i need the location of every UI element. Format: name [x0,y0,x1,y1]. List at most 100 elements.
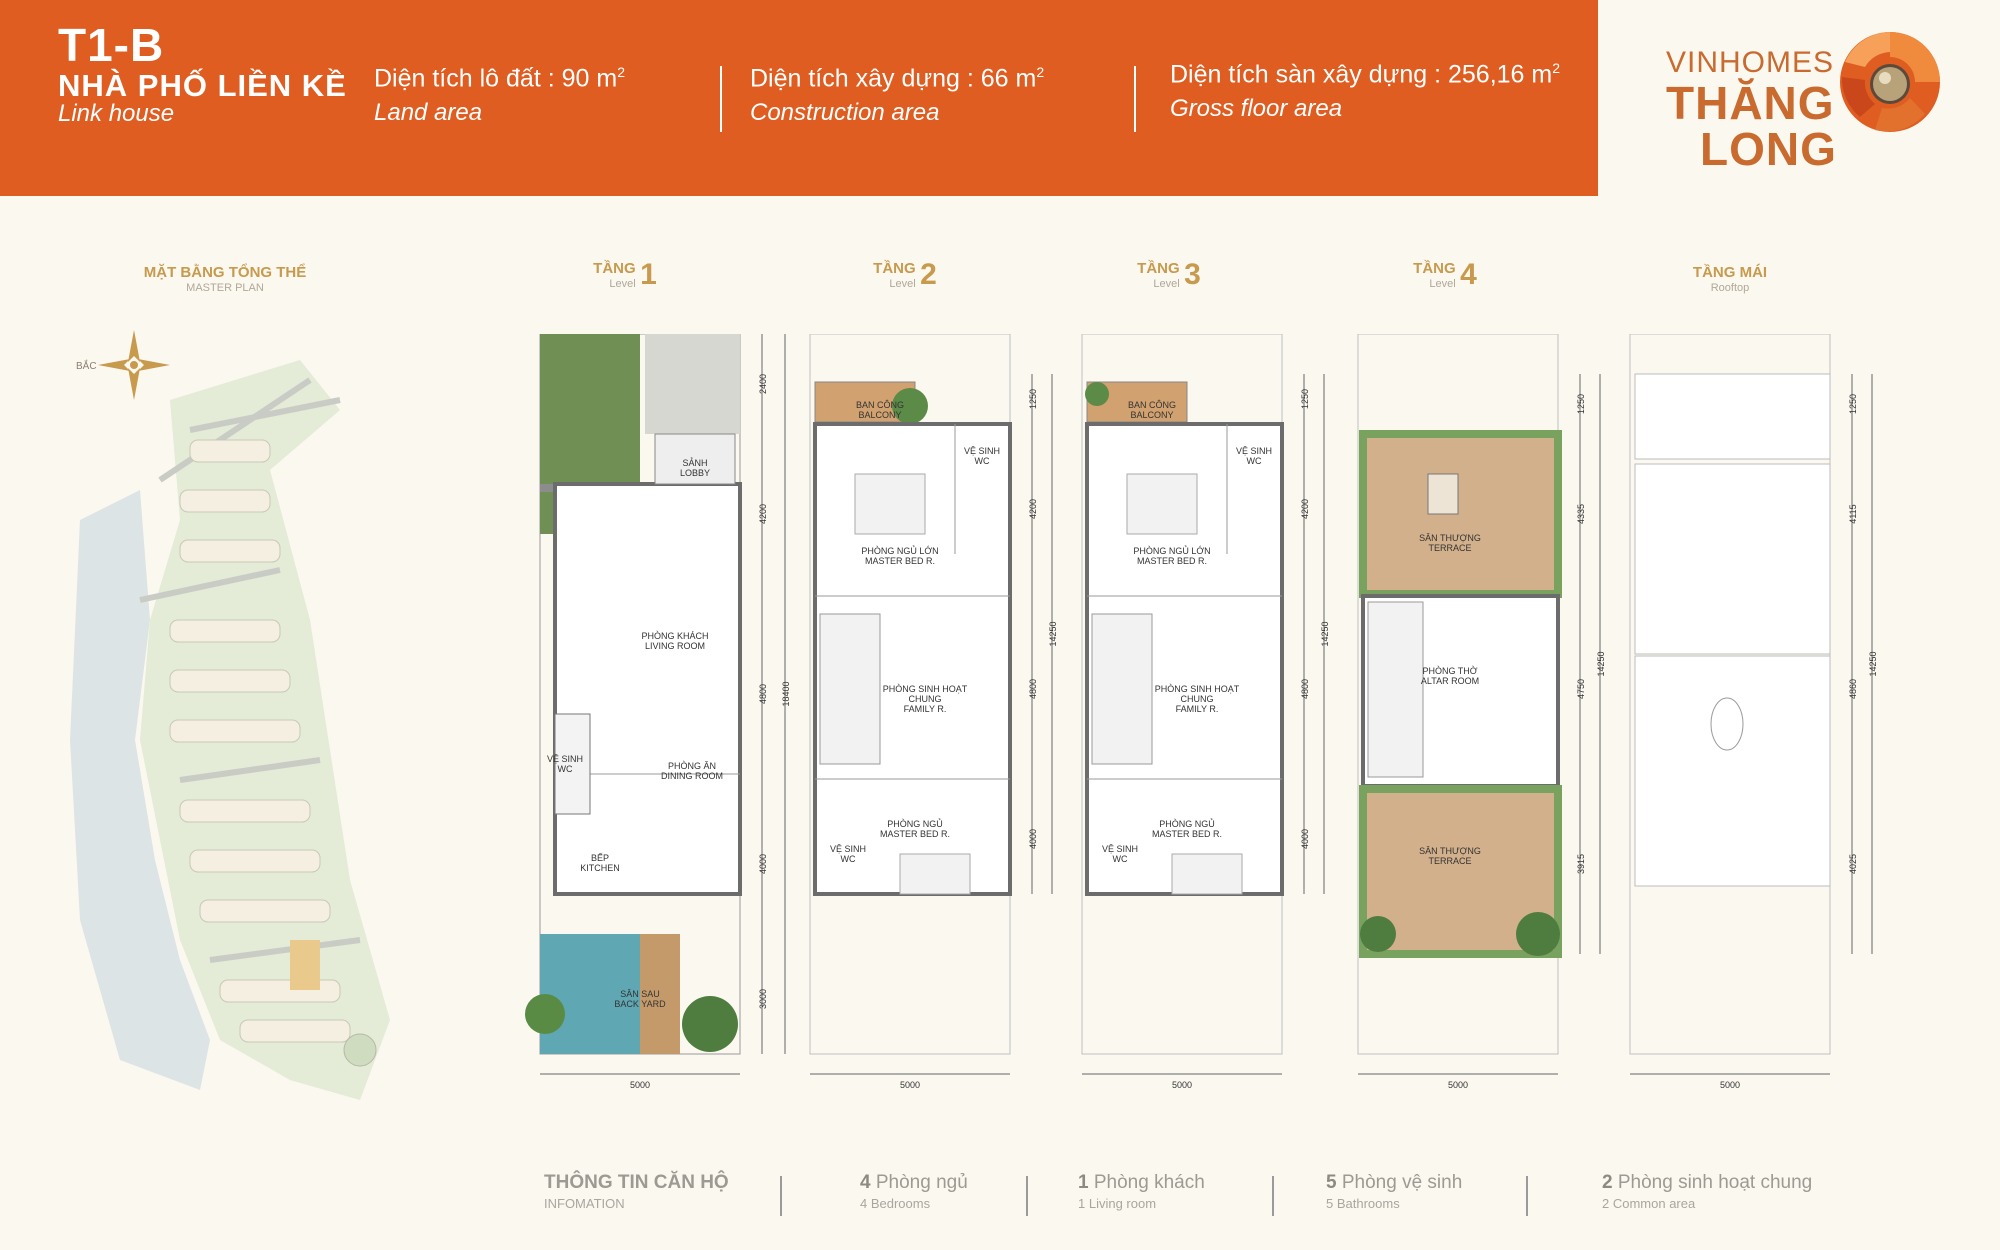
info-count: 2 [1602,1172,1613,1193]
vinhomes-logo: VINHOMES THĂNG LONG [1660,22,1970,175]
title-vi: TẦNG [593,260,636,277]
tree [1360,916,1396,952]
svg-text:BAN CÔNG: BAN CÔNG [1128,400,1176,410]
room-label: PHÒNG ĂN [668,761,716,771]
room-label: PHÒNG NGỦ [1159,818,1215,829]
logo-swirl-icon [1840,32,1940,132]
apartment-info-footer: THÔNG TIN CĂN HỘ INFOMATION 4 Phòng ngủ … [0,1172,2000,1232]
room-label-en: MASTER BED R. [1137,556,1207,566]
svg-text:PHÒNG NGỦ LỚN: PHÒNG NGỦ LỚN [1133,545,1210,556]
svg-text:PHÒNG SINH HOẠT: PHÒNG SINH HOẠT [883,684,968,694]
logo-line1: VINHOMES [1666,46,1835,79]
title-en: Level [609,278,636,290]
spec-gross-floor-area: Diện tích sàn xây dựng : 256,16 m2 Gross… [1170,60,1560,123]
dim-label: 3000 [758,989,768,1009]
svg-text:WC: WC [1113,854,1128,864]
tree [1516,912,1560,956]
svg-text:PHÒNG THỜ: PHÒNG THỜ [1422,666,1477,676]
title-vi: MẶT BẰNG TỔNG THỂ [143,264,307,281]
dim-label: 14250 [1868,651,1878,676]
rooftop-title: TẦNG MÁI Rooftop [1670,264,1790,294]
room-label: BẾP [591,853,609,863]
room-label: SẢNH [682,457,707,468]
svg-text:KITCHEN: KITCHEN [580,863,620,873]
room-label-en: WC [558,764,573,774]
svg-text:WC: WC [841,854,856,864]
room-label: PHÒNG THỜ [1422,666,1477,676]
dim-label: 1250 [1576,394,1586,414]
spec-value: : 66 m [966,64,1037,93]
room-label-en: BALCONY [1130,410,1173,420]
level1-plan: SẢNH LOBBY PHÒNG KHÁCH LIVING ROOM VỆ SI… [520,334,800,1094]
header-divider [720,66,722,132]
stair [1367,601,1424,778]
dim-label: 4860 [1848,679,1858,699]
room-label: PHÒNG KHÁCH [641,631,708,641]
room-label-en: TERRACE [1428,856,1471,866]
level-number: 1 [640,258,657,291]
header-divider [1134,66,1136,132]
svg-text:BALCONY: BALCONY [1130,410,1173,420]
spec-sup: 2 [1552,60,1561,76]
room-label: BAN CÔNG [856,400,904,410]
info-common-area: 2 Phòng sinh hoạt chung 2 Common area [1602,1172,1812,1211]
spec-label: Diện tích lô đất [374,64,541,93]
compass-label: BẮC [76,359,97,372]
wc-room [554,713,591,815]
dim-label: 4000 [1300,829,1310,849]
svg-text:VỆ SINH: VỆ SINH [547,754,583,764]
dim-label: 4750 [1576,679,1586,699]
water-tank [1710,697,1744,751]
spec-value: : 90 m [547,64,618,93]
house-footprint [553,482,742,896]
svg-text:BACK YARD: BACK YARD [614,999,666,1009]
bed [899,853,971,895]
dim-label: 5000 [1720,1080,1740,1090]
room-label-en: FAMILY R. [904,704,947,714]
svg-text:WC: WC [1247,456,1262,466]
svg-text:VỆ SINH: VỆ SINH [830,844,866,854]
room-label-en: MASTER BED R. [1152,829,1222,839]
room-label-en: WC [975,456,990,466]
dim-label: 4115 [1848,504,1858,523]
room-label-en: LOBBY [680,468,710,478]
dim-label: 5000 [1448,1080,1468,1090]
header-band: T1-B NHÀ PHỐ LIỀN KỀ Link house Diện tíc… [0,0,1598,196]
pool [540,934,640,1054]
room-label: PHÒNG SINH HOẠT [1155,684,1240,694]
info-label: Phòng ngủ [875,1172,968,1193]
svg-text:PHÒNG NGỦ: PHÒNG NGỦ [887,818,943,829]
room-label-en: TERRACE [1428,543,1471,553]
master-plan-title: MẶT BẰNG TỔNG THỂ MASTER PLAN [120,264,330,294]
roof-section [1634,655,1831,887]
dim-label: 14250 [1048,621,1058,646]
svg-text:VỆ SINH: VỆ SINH [1236,446,1272,456]
roof-section [1634,373,1831,460]
spec-label-en: Construction area [750,99,940,127]
room-label-en: KITCHEN [580,863,620,873]
footer-divider [1272,1176,1274,1216]
room-label: VỆ SINH [1236,446,1272,456]
svg-text:MASTER BED R.: MASTER BED R. [865,556,935,566]
title-vi: TẦNG [873,260,916,277]
dim-label: 18400 [781,681,791,706]
svg-text:SÂN THƯỢNG: SÂN THƯỢNG [1419,533,1481,543]
dim-label: 2400 [758,374,768,394]
title-en: Rooftop [1710,282,1750,294]
svg-text:FAMILY R.: FAMILY R. [904,704,947,714]
room-label-en: FAMILY R. [1176,704,1219,714]
dim-label: 14250 [1596,651,1606,676]
svg-text:LOBBY: LOBBY [680,468,710,478]
info-title: THÔNG TIN CĂN HỘ INFOMATION [544,1172,729,1211]
footer-divider [1026,1176,1028,1216]
deck [640,934,680,1054]
info-label: Phòng khách [1093,1172,1205,1193]
room-label-en: MASTER BED R. [865,556,935,566]
room-label-en: BACK YARD [614,999,666,1009]
svg-text:WC: WC [558,764,573,774]
spec-label-en: Gross floor area [1170,95,1343,123]
svg-text:TERRACE: TERRACE [1428,856,1471,866]
masterplan-roundabout [343,1033,377,1067]
room-label: BAN CÔNG [1128,400,1176,410]
title-vi: TẦNG MÁI [1692,264,1768,281]
